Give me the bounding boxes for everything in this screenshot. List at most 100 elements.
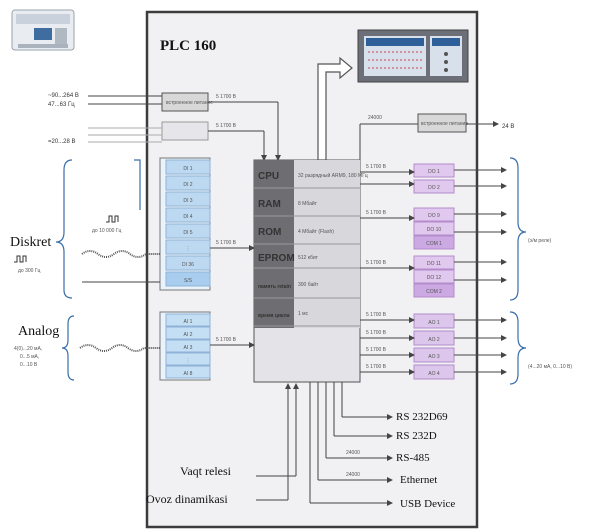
svg-text:5 1700 B: 5 1700 B [366,330,387,336]
display-link-arrow [317,56,353,161]
ethernet-label: Ethernet [400,474,437,486]
do-channel [413,235,455,250]
ai-channel-label: AI 8 [184,371,193,377]
discrete-freq-high: до 10 000 Гц [92,228,121,234]
plc-title: PLC 160 [160,38,216,54]
ai-channel [165,352,211,366]
usb-device-label: USB Device [400,498,455,510]
ac-frequency: 47...63 Гц [48,102,75,108]
di-channel [165,191,211,207]
di-channel-label: S/S [184,278,193,284]
ao-channel-label: AO 4 [428,371,440,377]
rs232d-label: RS 232D [396,430,437,442]
cpu-row-desc: 4 Мбайт (Flash) [298,228,334,235]
svg-text:24000: 24000 [368,115,382,121]
ai-channel [165,339,211,353]
output-terminals: (э/м реле) (4...20 мА, 0...10 В) [454,157,572,385]
svg-text:5 1700 B: 5 1700 B [216,94,237,100]
discrete-label: Diskret [10,235,51,250]
cpu-row-desc: 512 кбит [298,255,319,261]
di-channel-label: DI 3 [183,198,192,204]
analog-group: Analog 4(0)...20 мА, 0...5 мА, 0...10 В [14,315,160,381]
analog-outputs-block: AO 1 AO 2 AO 3 AO 4 [413,313,455,380]
svg-text:5 1700 B: 5 1700 B [366,312,387,318]
svg-text:24000: 24000 [346,450,360,456]
svg-text:встроенное питание: встроенное питание [166,100,213,106]
di-channel [165,207,211,223]
ai-channel-label: AI 1 [184,319,193,325]
di-channel-label: ⋮ [186,246,191,252]
svg-text:встроенное питание: встроенное питание [421,121,468,127]
ao-channel-label: AO 3 [428,354,440,360]
analog-range-1: 4(0)...20 мА, [14,346,42,352]
cpu-row-name: ROM [258,227,281,238]
cpu-row-name: CPU [258,171,279,182]
do-channel-label: DO 9 [428,213,440,219]
cpu-row-desc: 8 Мбайт [298,200,318,207]
di-channel-label: DI 1 [183,166,192,172]
analog-range-3: 0...10 В [20,362,38,368]
cpu-row-desc: 1 мс [298,311,309,317]
svg-text:5 1700 B: 5 1700 B [216,337,237,343]
ai-channel [165,313,211,327]
svg-text:5 1700 B: 5 1700 B [366,364,387,370]
plc-device-image [11,9,75,51]
svg-text:5 1700 B: 5 1700 B [366,347,387,353]
discrete-inputs-block: DI 1DI 2DI 3DI 4DI 5⋮DI 36S/S [159,157,211,291]
di-channel-label: DI 2 [183,182,192,188]
svg-text:5 1700 B: 5 1700 B [216,240,237,246]
interface-lines: 24000 24000 [256,382,393,506]
di-channel-label: DI 4 [183,214,192,220]
svg-text:5 1700 B: 5 1700 B [216,123,237,129]
ai-channel-label: AI 2 [184,332,193,338]
svg-text:24000: 24000 [346,472,360,478]
ao-channel-label: AO 1 [428,320,440,326]
do-channel-label: DO 10 [427,227,442,233]
analog-inputs-block: AI 1AI 2AI 3⋮AI 8 [159,311,211,381]
di-channel [165,271,211,287]
cpu-row-desc: 300 байт [298,281,319,288]
cpu-row-name: RAM [258,199,281,210]
di-channel-label: DI 36 [182,262,194,268]
di-channel [165,175,211,191]
speaker-label: Ovoz dinamikasi [146,492,228,506]
relay-output-label: (э/м реле) [528,238,552,244]
rs232d69-label: RS 232D69 [396,411,448,423]
do-channel [413,221,455,236]
di-channel [165,223,211,239]
di-channel [165,239,211,255]
svg-text:5 1700 B: 5 1700 B [366,260,387,266]
cpu-row-desc: 32 разрядный ARM9, 180 МГц [298,172,368,179]
cpu-row-name: EPROM [258,253,295,264]
dc-voltage: =20...28 В [48,139,76,145]
do-channel-label: COM 2 [426,289,442,295]
timer-relay-label: Vaqt relesi [180,464,232,478]
power-inputs: ~90...264 В 47...63 Гц =20...28 В 5 1700… [48,93,281,161]
do-channel-label: DO 12 [427,275,442,281]
ao-channel-label: AO 2 [428,337,440,343]
power-out-label: 24 В [502,124,514,130]
analog-output-label: (4...20 мА, 0...10 В) [528,364,572,370]
do-channel-label: DO 2 [428,185,440,191]
power-section: встроенное питание встроенное питание 24… [161,92,514,160]
analog-label: Analog [18,324,59,339]
ai-channel [165,326,211,340]
discrete-freq-low: до 300 Гц [18,268,41,274]
do-channel-label: COM 1 [426,241,442,247]
do-channel [413,269,455,284]
svg-text:5 1700 B: 5 1700 B [366,164,387,170]
analog-range-2: 0...5 мА, [20,354,39,360]
discrete-group: Diskret до 10 000 Гц до 300 Гц [10,159,160,299]
do-channel-label: DO 1 [428,169,440,175]
output-bus: 5 1700 B 5 1700 B 5 1700 B 5 1700 B 5 17… [360,164,415,375]
display-panel [357,29,469,83]
cpu-row-name: время цикла [258,313,290,319]
do-channel-label: DO 11 [427,261,441,267]
cpu-row-name: память retain [258,284,291,290]
ac-voltage: ~90...264 В [48,93,79,99]
di-channel [165,255,211,271]
do-channel [413,283,455,298]
